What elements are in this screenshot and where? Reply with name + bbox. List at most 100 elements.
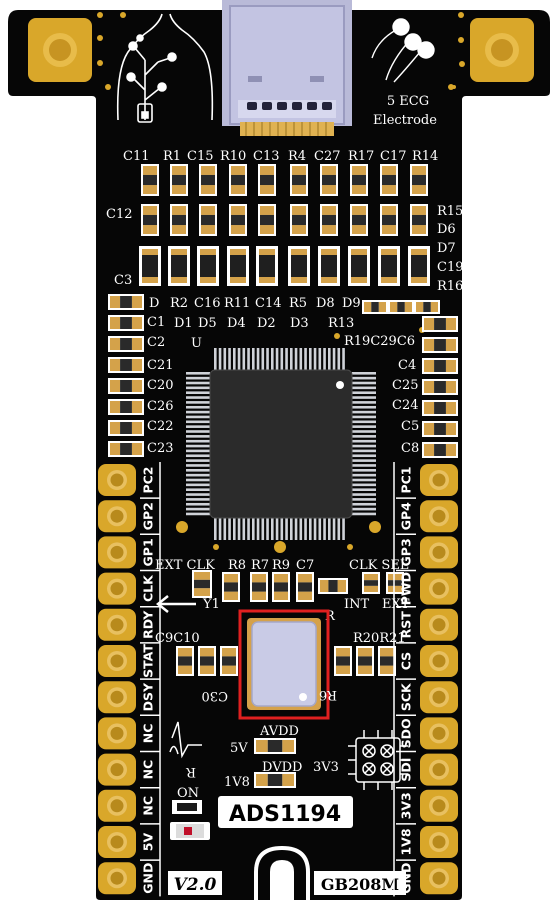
header-pin[interactable]: RST: [396, 605, 458, 641]
mount-hole-right: [470, 18, 534, 82]
header-pin[interactable]: CS: [396, 642, 458, 677]
heartbeat-icon: [169, 721, 202, 759]
header-pin[interactable]: RDY: [98, 605, 160, 641]
silk-label: C1: [147, 315, 165, 330]
highlight-box: [238, 609, 330, 720]
silk-label: R14: [412, 149, 438, 164]
board-code: GB208M: [321, 875, 399, 894]
header-pin-label: GP2: [141, 502, 156, 530]
c30-label: C30: [202, 688, 229, 703]
header-pin-label: PC2: [141, 466, 156, 493]
smd-component: [380, 164, 398, 196]
header-pin[interactable]: SCK: [396, 678, 458, 714]
header-pin-label: CS: [399, 652, 414, 670]
smd-component: [380, 204, 398, 236]
silk-label: R13: [328, 316, 354, 331]
header-pin[interactable]: NC: [98, 750, 160, 786]
header-pin[interactable]: GND: [98, 859, 160, 895]
header-pin[interactable]: 5V: [98, 823, 160, 858]
header-pin[interactable]: GP1: [98, 533, 160, 569]
smd-component: [356, 646, 374, 676]
smd-component: [362, 300, 388, 314]
vias-top: [97, 12, 465, 339]
silk-label: C23: [147, 441, 174, 456]
header-pin[interactable]: SDI: [396, 750, 458, 786]
5v-label: 5V: [230, 741, 248, 756]
header-pin[interactable]: GP2: [98, 497, 160, 533]
header-pin[interactable]: NC: [98, 786, 160, 822]
smd-component: [108, 420, 144, 436]
smd-component: [250, 572, 268, 602]
smd-component: [422, 400, 458, 416]
silk-label: C13: [253, 149, 280, 164]
silk-label: D5: [198, 316, 217, 331]
silk-label: R17: [348, 149, 374, 164]
header-pin[interactable]: NC: [98, 714, 160, 750]
header-pin[interactable]: DSY: [98, 678, 160, 714]
silk-label: C17: [380, 149, 407, 164]
r20r21-label: R20R21: [353, 631, 406, 646]
electrode-label-2: Electrode: [373, 113, 437, 128]
header-pin-label: GP3: [399, 538, 414, 566]
silk-label: C11: [123, 149, 150, 164]
silk-label: C8: [401, 441, 419, 456]
electrode-icon: [371, 18, 435, 83]
chip-name: ADS1194: [229, 802, 341, 827]
oscillator-module: [247, 618, 321, 710]
smd-component: [422, 421, 458, 437]
smd-component: [414, 300, 440, 314]
smd-component: [386, 572, 404, 594]
smd-component: [198, 646, 216, 676]
smd-component: [229, 164, 247, 196]
silk-label: D9: [342, 296, 361, 311]
silk-label: D6: [437, 222, 456, 237]
silk-label: R11: [224, 296, 250, 311]
header-pin[interactable]: 1V8: [396, 823, 458, 858]
diode-component: [197, 246, 219, 286]
header-pin[interactable]: 3V3: [396, 786, 458, 822]
smd-component: [350, 164, 368, 196]
header-pin-label: PWD: [399, 572, 414, 605]
smd-component: [334, 646, 352, 676]
silk-label: C24: [392, 398, 419, 413]
smd-component: [272, 572, 290, 602]
smd-component: [350, 204, 368, 236]
header-pin[interactable]: PWD: [396, 569, 458, 606]
header-pin-label: NC: [141, 760, 156, 780]
silk-label: U: [191, 336, 202, 351]
silk-label: C5: [401, 419, 419, 434]
silk-label: R15: [437, 204, 463, 219]
smd-component: [220, 646, 238, 676]
silk-label: C20: [147, 378, 174, 393]
left-cap-labels: C1 C2 C21 C20 C26 C22 C23: [147, 315, 174, 456]
header-pin[interactable]: STAT: [98, 642, 160, 678]
silk-label: D1: [174, 316, 193, 331]
header-pin[interactable]: GND: [396, 859, 458, 895]
smd-component: [199, 164, 217, 196]
header-pin[interactable]: GP4: [396, 497, 458, 533]
1v8-label: 1V8: [224, 775, 250, 790]
silk-label: C16: [194, 296, 221, 311]
power-jumpers: [254, 738, 296, 788]
diode-component: [288, 246, 310, 286]
smd-component: [258, 164, 276, 196]
header-pin-label: 1V8: [399, 828, 414, 855]
smd-component: [108, 357, 144, 373]
silk-label: D2: [257, 316, 276, 331]
header-pin-label: SDI: [399, 758, 414, 782]
header-pin-label: RST: [399, 611, 414, 639]
body-ecg-logo: [116, 13, 214, 123]
header-pin[interactable]: GP3: [396, 533, 458, 569]
header-pin[interactable]: CLK: [98, 569, 160, 605]
smd-component: [108, 315, 144, 331]
silk-label: C27: [314, 149, 341, 164]
side-capacitor-columns: [108, 294, 458, 458]
right-cap-labels: C4 C25 C24 C5 C8: [392, 358, 419, 456]
header-pin[interactable]: PC1: [399, 464, 459, 496]
header-pin[interactable]: PC2: [98, 464, 156, 496]
header-pin-label: GP4: [399, 502, 414, 530]
silk-label: R4: [288, 149, 306, 164]
header-pin[interactable]: SDO: [396, 714, 458, 750]
header-pin-label: STAT: [141, 644, 156, 678]
